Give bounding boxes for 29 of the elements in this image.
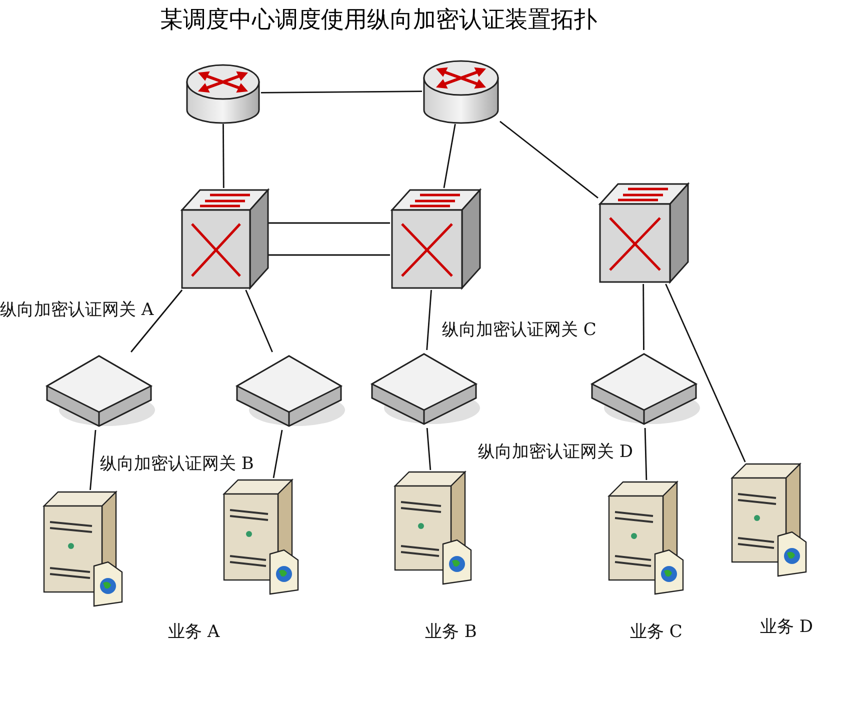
switch-icon	[180, 188, 268, 290]
connection-line	[268, 254, 390, 256]
title: 某调度中心调度使用纵向加密认证装置拓扑	[160, 6, 597, 35]
gateway-label: 纵向加密认证网关 D	[478, 441, 634, 463]
service-label: 业务 C	[630, 621, 682, 643]
connection-line	[443, 124, 456, 188]
connection-line	[665, 284, 746, 462]
gateway-label: 纵向加密认证网关 A	[0, 299, 154, 321]
switch-icon	[598, 182, 688, 284]
connection-line	[245, 290, 273, 352]
connection-line	[426, 428, 432, 470]
connection-line	[426, 290, 432, 350]
connection-line	[90, 430, 96, 490]
router-icon	[422, 58, 500, 124]
router-icon	[185, 62, 261, 124]
gateway-label: 纵向加密认证网关 C	[442, 319, 596, 341]
gateway-label: 纵向加密认证网关 B	[100, 453, 254, 475]
connection-line	[222, 124, 224, 188]
connection-line	[644, 428, 648, 480]
service-label: 业务 A	[168, 621, 220, 643]
connection-line	[642, 284, 644, 350]
connection-line	[272, 430, 283, 478]
connection-line	[130, 290, 183, 352]
connection-line	[500, 120, 598, 198]
connection-line	[261, 90, 422, 94]
switch-icon	[390, 188, 480, 290]
service-label: 业务 D	[760, 616, 814, 638]
connection-line	[268, 222, 390, 224]
service-label: 业务 B	[425, 621, 477, 643]
